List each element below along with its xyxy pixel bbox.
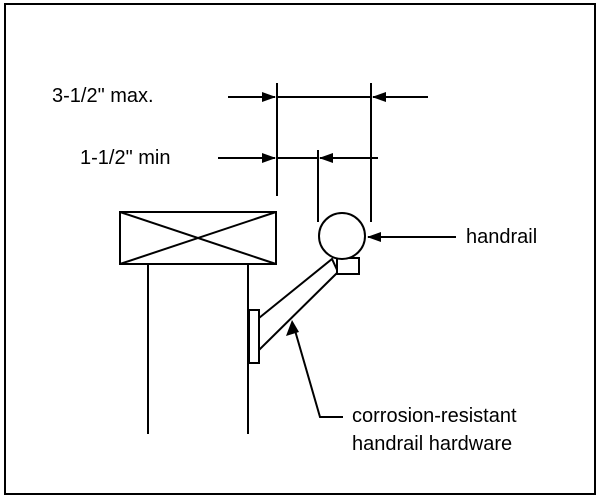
wall [147,264,249,434]
wall-cap-box [119,211,277,265]
handrail-section [318,212,366,260]
hardware-leader-arrowhead [286,320,299,336]
diagram-frame [4,3,596,495]
bracket-arm [258,257,340,353]
extension-lines [276,83,372,222]
label-handrail: handrail [466,226,538,248]
hardware-leader [293,326,343,418]
wall-cap-cross-2 [119,211,277,265]
wall-cap [119,211,277,265]
label-max-clearance: 3-1/2" max. [52,85,154,107]
label-min-clearance: 1-1/2" min [80,147,171,169]
label-hardware-line2: handrail hardware [352,433,513,455]
bracket-wall-plate [248,309,260,364]
handrail-bracket [248,257,360,364]
bracket-saddle [336,257,360,275]
label-hardware-line1: corrosion-resistant [352,405,517,427]
